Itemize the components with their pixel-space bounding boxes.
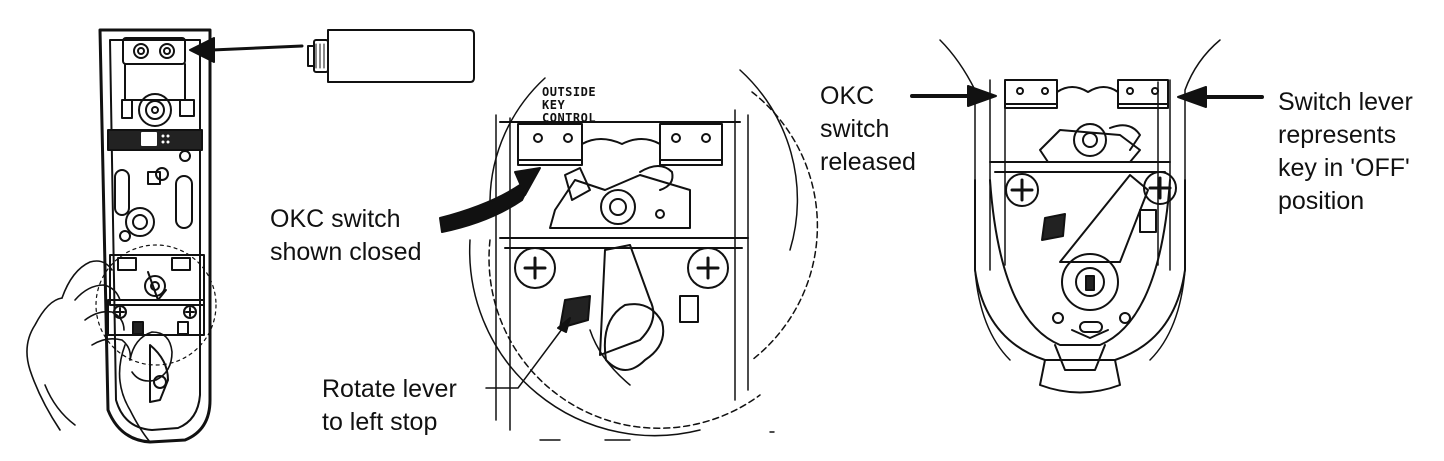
okc-closed-label: OKC switch shown closed — [270, 203, 421, 269]
switch-lever-arrow — [1177, 86, 1264, 108]
switch-lever-line-3: key in 'OFF' — [1278, 154, 1410, 182]
outside-key-control-stamp: OUTSIDE KEY CONTROL — [542, 86, 596, 125]
switch-lever-line-2: represents — [1278, 121, 1397, 149]
lock-closeup-released — [939, 39, 1221, 394]
okc-released-line-3: released — [820, 148, 916, 176]
rotate-lever-line-1: Rotate lever — [322, 375, 457, 403]
switch-lever-label: Switch lever represents key in 'OFF' pos… — [1278, 86, 1413, 218]
okc-closed-line-1: OKC switch — [270, 205, 401, 233]
stamp-line-3: CONTROL — [542, 111, 597, 125]
lock-housing-overview — [95, 28, 217, 444]
okc-released-line-2: switch — [820, 115, 890, 143]
stamp-line-1: OUTSIDE — [542, 85, 597, 99]
okc-released-label: OKC switch released — [820, 80, 916, 179]
zoom-detail-circle — [468, 69, 819, 437]
hand-drawing — [26, 260, 173, 443]
rotate-lever-leader — [485, 317, 571, 389]
switch-lever-line-4: position — [1278, 187, 1365, 215]
okc-closed-arrow — [439, 167, 541, 233]
okc-closed-line-2: shown closed — [270, 238, 422, 266]
stamp-line-2: KEY — [542, 98, 566, 112]
dash-marks — [539, 431, 775, 441]
switch-lever-line-1: Switch lever — [1278, 88, 1413, 116]
okc-released-arrow — [910, 85, 997, 107]
insert-arrow — [189, 37, 304, 63]
battery-pack — [307, 29, 475, 83]
okc-released-line-1: OKC — [820, 82, 875, 110]
rotate-lever-label: Rotate lever to left stop — [322, 373, 457, 439]
rotate-lever-line-2: to left stop — [322, 408, 438, 436]
